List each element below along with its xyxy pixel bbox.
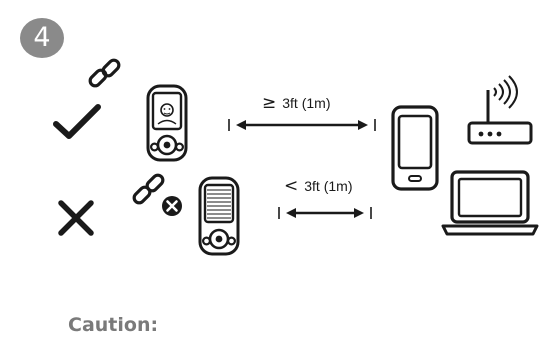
distance-value: 3ft (1m) [304,178,353,194]
link-icon [88,58,121,88]
double-arrow-short [278,207,372,219]
distance-label-paired: ≥3ft (1m) [262,93,330,113]
step-number-badge: 4 [20,18,64,58]
double-arrow-long [228,119,376,131]
link-broken-icon [132,173,182,216]
tracker-device-icon [198,176,240,256]
check-icon [53,104,101,139]
distance-value: 3ft (1m) [282,95,331,111]
wifi-router-icon [467,75,533,145]
laptop-icon [441,170,539,236]
smartphone-icon [391,105,439,191]
cross-icon [58,200,94,236]
distance-comparison-symbol: < [284,176,299,196]
distance-label-unpaired: <3ft (1m) [284,176,352,196]
distance-comparison-symbol: ≥ [262,93,277,113]
tracker-device-icon [146,84,188,162]
caution-heading: Caution: [68,314,159,336]
